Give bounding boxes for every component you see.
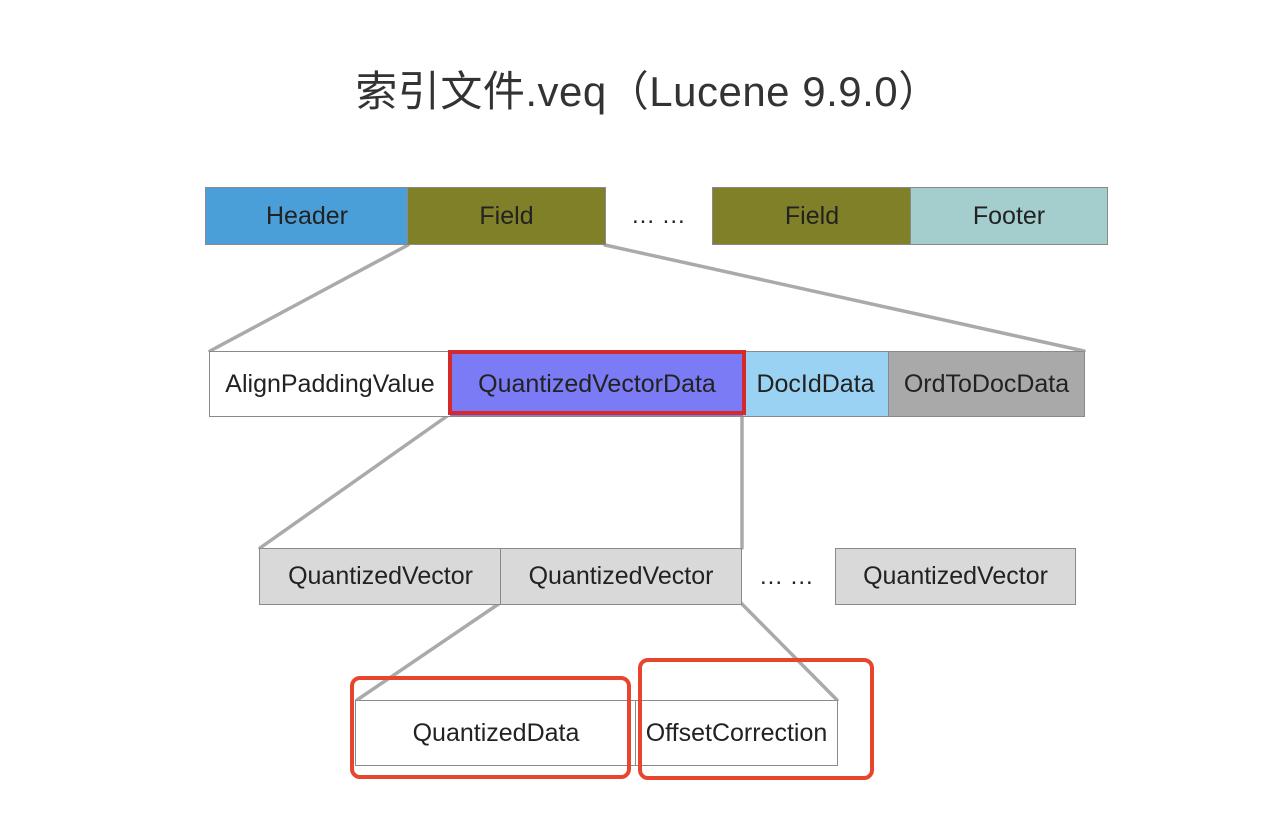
diagram-title: 索引文件.veq（Lucene 9.9.0）: [355, 68, 941, 115]
quantized-data-block: QuantizedData: [355, 700, 637, 766]
header-block: Header: [205, 187, 409, 245]
align-padding-label: AlignPaddingValue: [225, 369, 435, 398]
offset-correction-block: OffsetCorrection: [635, 700, 838, 766]
align-padding-block: AlignPaddingValue: [209, 351, 451, 417]
quantized-vector-block-second: QuantizedVector: [500, 548, 742, 605]
quantized-vector-block-first: QuantizedVector: [259, 548, 502, 605]
connector-qv-left: [355, 601, 502, 702]
doc-id-data-block: DocIdData: [742, 351, 889, 417]
field-block-first: Field: [407, 187, 606, 245]
quantized-vector-block-last: QuantizedVector: [835, 548, 1076, 605]
footer-block: Footer: [910, 187, 1108, 245]
quantized-vector-label-last: QuantizedVector: [863, 562, 1048, 590]
ellipsis-row3: ... ...: [760, 563, 814, 590]
connector-field-left: [208, 243, 410, 353]
field-label-last: Field: [784, 201, 840, 230]
ellipsis-row1: ... ...: [632, 202, 686, 229]
quantized-data-label: QuantizedData: [412, 718, 580, 747]
doc-id-data-label: DocIdData: [756, 369, 875, 398]
connector-qv-right: [739, 601, 839, 702]
offset-correction-label: OffsetCorrection: [645, 718, 828, 747]
quantized-vector-data-block: QuantizedVectorData: [450, 351, 744, 417]
quantized-vector-label-second: QuantizedVector: [528, 562, 714, 590]
ord-to-doc-data-label: OrdToDocData: [903, 369, 1070, 398]
quantized-vector-label-first: QuantizedVector: [288, 562, 473, 590]
header-label: Header: [266, 201, 348, 230]
connector-qvd-left: [258, 412, 452, 550]
connector-field-right: [603, 243, 1086, 353]
field-label-first: Field: [479, 201, 534, 230]
footer-label: Footer: [972, 201, 1046, 230]
quantized-vector-data-label: QuantizedVectorData: [478, 369, 716, 398]
ord-to-doc-data-block: OrdToDocData: [888, 351, 1085, 417]
field-block-last: Field: [712, 187, 912, 245]
